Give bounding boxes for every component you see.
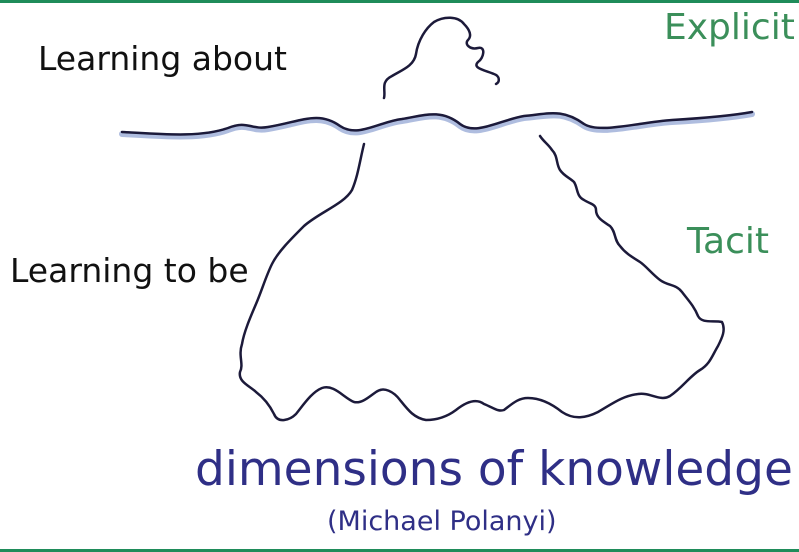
iceberg-body-outline bbox=[238, 134, 725, 422]
water-line-ink bbox=[120, 110, 754, 136]
top-border-rule bbox=[0, 0, 799, 3]
explicit-label: Explicit bbox=[664, 7, 795, 48]
tacit-label: Tacit bbox=[687, 221, 770, 262]
water-line bbox=[119, 110, 755, 140]
bottom-border-rule bbox=[0, 549, 799, 552]
learning-about-label: Learning about bbox=[38, 39, 287, 78]
water-line-shadow bbox=[119, 111, 755, 140]
diagram-title: dimensions of knowledge bbox=[195, 442, 793, 497]
learning-to-be-label: Learning to be bbox=[10, 251, 249, 290]
iceberg-tip-outline bbox=[382, 16, 500, 100]
diagram-subtitle: (Michael Polanyi) bbox=[327, 506, 557, 537]
